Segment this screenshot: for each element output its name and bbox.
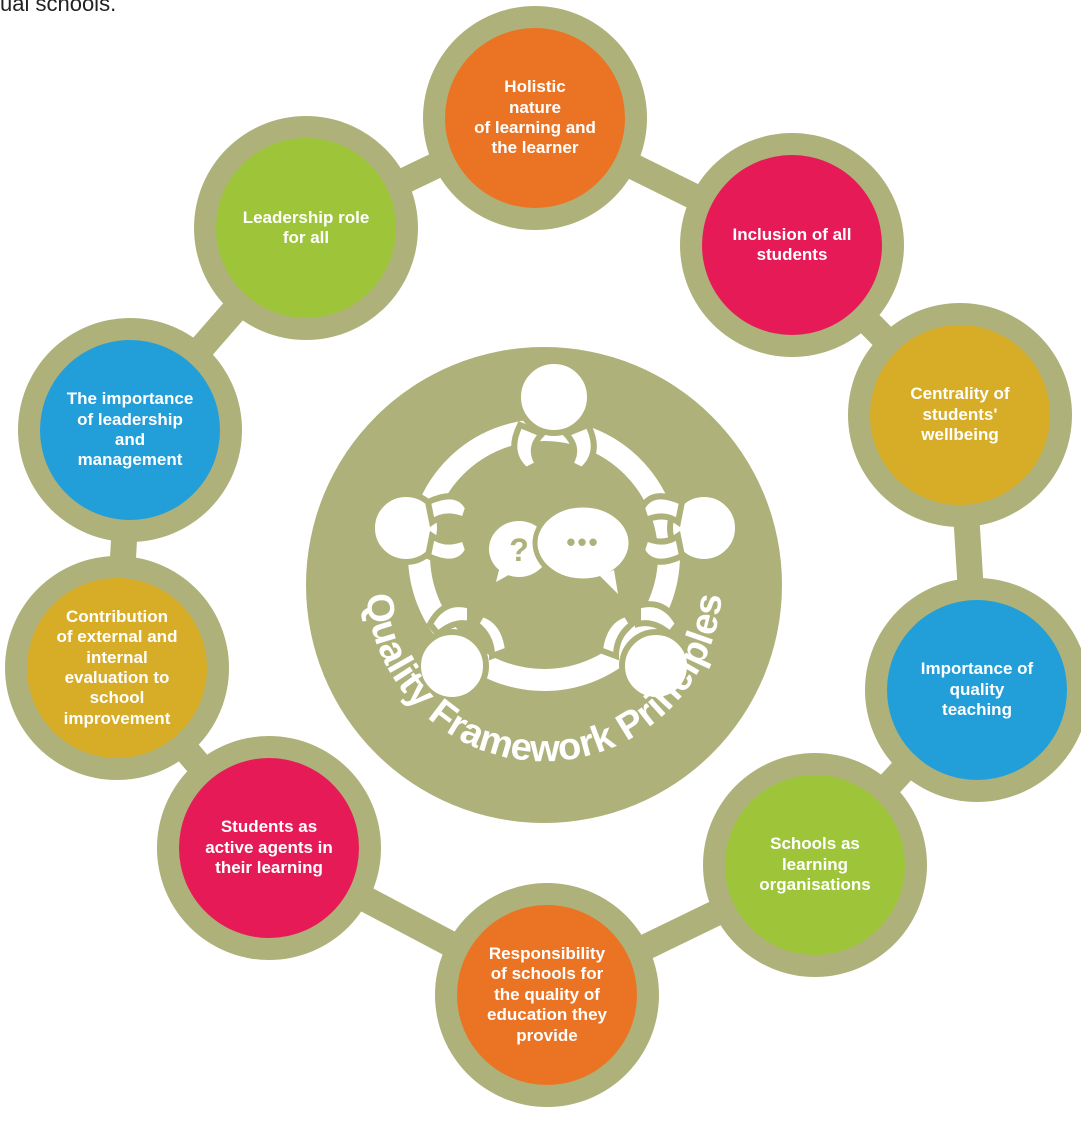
principle-label-4: Importance of quality teaching <box>920 659 1034 720</box>
principle-label-6: Responsibility of schools for the qualit… <box>487 944 607 1045</box>
cropped-intro-text: ual schools. <box>0 0 117 16</box>
person-head-bottom-right <box>619 629 693 703</box>
principle-disc-8 <box>27 578 207 758</box>
principle-node-4 <box>865 578 1081 802</box>
people-figures <box>369 358 741 703</box>
principle-disc-5 <box>725 775 905 955</box>
principle-node-1 <box>423 6 647 230</box>
person-arm-left-top <box>424 493 472 528</box>
principle-label-1: Holistic nature of learning and the lear… <box>474 77 596 158</box>
principle-nodes <box>5 6 1081 1107</box>
principle-node-8 <box>5 556 229 780</box>
ellipsis-dots: ••• <box>566 527 599 557</box>
person-arm-top-left <box>511 421 548 474</box>
principle-disc-4 <box>887 600 1067 780</box>
person-arm-top-right <box>560 421 597 474</box>
principle-node-2 <box>680 133 904 357</box>
principle-label-7: Students as active agents in their learn… <box>205 817 333 878</box>
person-head-right <box>667 491 741 565</box>
principle-disc-1 <box>445 28 625 208</box>
principle-disc-3 <box>870 325 1050 505</box>
principle-node-10 <box>194 116 418 340</box>
center-disc <box>306 347 782 823</box>
principle-disc-2 <box>702 155 882 335</box>
principle-disc-6 <box>457 905 637 1085</box>
principle-label-2: Inclusion of all students <box>732 224 852 264</box>
principle-disc-9 <box>40 340 220 520</box>
principle-label-3: Centrality of students' wellbeing <box>910 384 1010 445</box>
person-arm-br-2 <box>596 610 636 661</box>
principle-label-8: Contribution of external and internal ev… <box>56 606 178 728</box>
question-mark: ? <box>509 532 529 568</box>
person-arm-bl-1 <box>426 601 473 639</box>
person-arm-right-top <box>638 493 686 528</box>
principle-disc-10 <box>216 138 396 318</box>
person-arm-br-1 <box>635 601 682 639</box>
principle-node-3 <box>848 303 1072 527</box>
person-head-left <box>369 491 443 565</box>
person-head-bottom-left <box>415 629 489 703</box>
principle-node-7 <box>157 736 381 960</box>
ellipsis-bubble-icon <box>532 502 634 584</box>
speech-bubbles: ? ••• <box>489 502 634 594</box>
principle-node-6 <box>435 883 659 1107</box>
principle-label-9: The importance of leadership and managem… <box>66 389 194 470</box>
person-arm-bl-2 <box>472 610 512 661</box>
person-arm-left-bottom <box>424 530 472 565</box>
principle-label-10: Leadership role for all <box>242 207 370 247</box>
principle-node-5 <box>703 753 927 977</box>
principle-disc-7 <box>179 758 359 938</box>
principle-label-5: Schools as learning organisations <box>759 834 871 895</box>
person-arm-right-bottom <box>638 530 686 565</box>
principle-node-9 <box>18 318 242 542</box>
center-circle: ? ••• Quality Framework Principles <box>306 347 782 823</box>
person-head-top <box>515 358 593 436</box>
